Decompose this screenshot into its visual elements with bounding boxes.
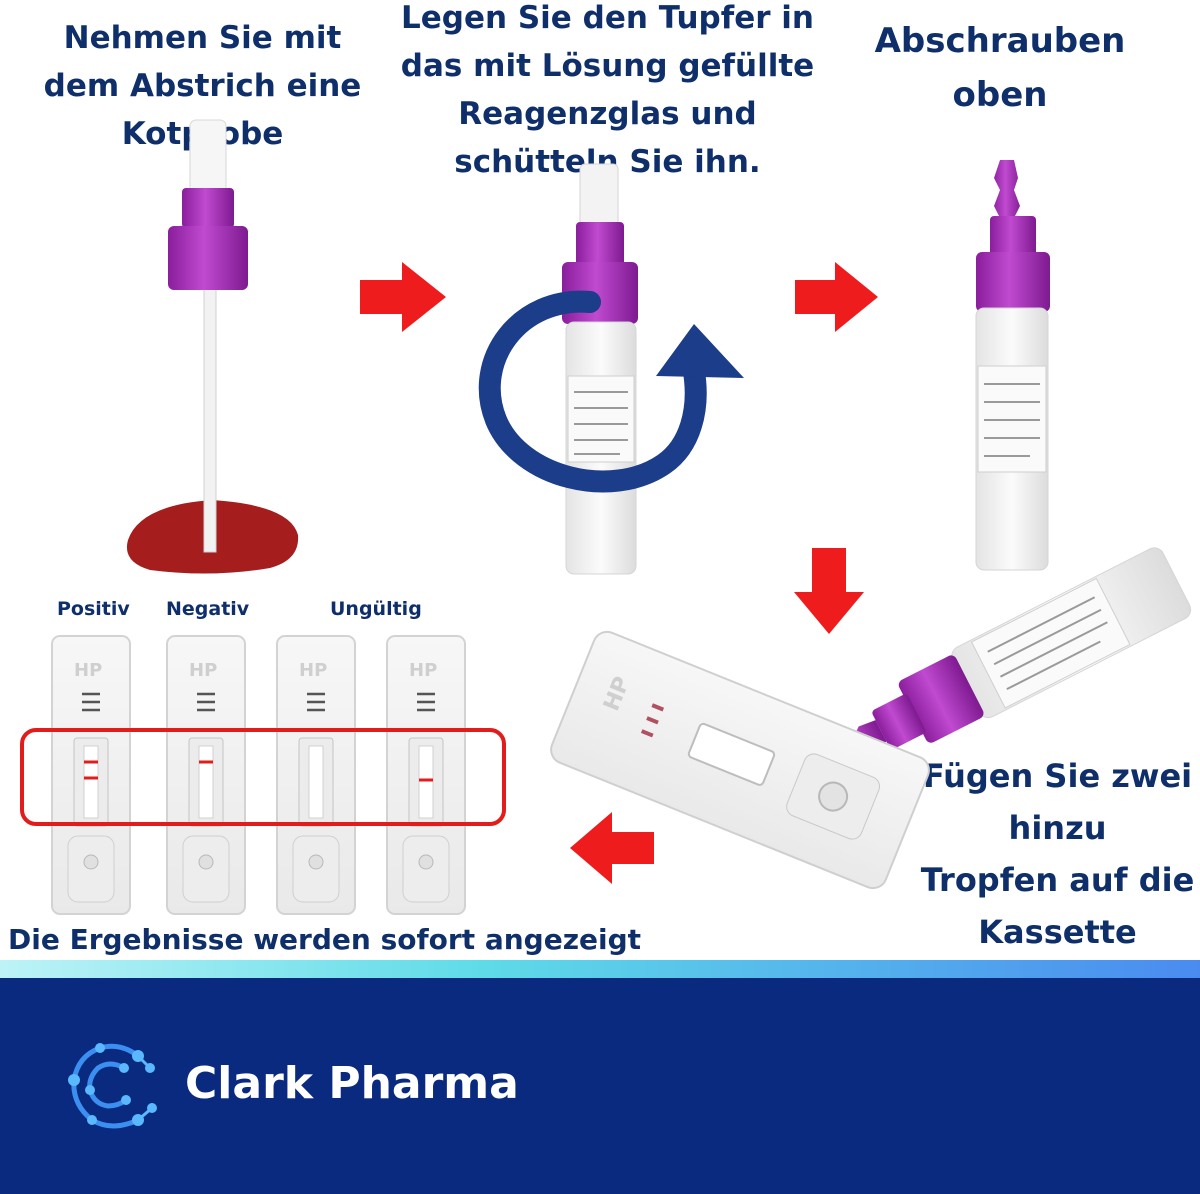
results-caption: Die Ergebnisse werden sofort angezeigt [8, 923, 642, 956]
step-2-instruction: Legen Sie den Tupfer in das mit Lösung g… [400, 0, 815, 180]
red-arrow-icon [794, 548, 864, 634]
red-arrow-icon [570, 812, 654, 884]
label-positive: Positiv [57, 598, 130, 620]
rotation-arrow-icon [478, 290, 707, 493]
gradient-band [0, 960, 1200, 978]
cassette-positive: HP [51, 635, 131, 915]
dropper-cap-lower [976, 252, 1050, 312]
dropper-cap-upper [990, 216, 1036, 256]
tube-with-swab [478, 163, 744, 575]
label-negative: Negativ [166, 598, 250, 620]
footer-banner [0, 978, 1200, 1194]
red-arrow-icon [795, 262, 878, 332]
label-invalid: Ungültig [330, 598, 422, 620]
swab-cap-upper [182, 188, 234, 228]
swab-with-sample [126, 119, 299, 574]
tube-cap-upper [576, 222, 624, 266]
tilted-tube-label [970, 577, 1131, 709]
step-3-instruction: Abschrauben oben [874, 21, 1126, 115]
result-highlight-box [20, 728, 506, 826]
tilted-cap-upper [872, 694, 926, 750]
molecule-c-logo-icon [68, 1043, 157, 1129]
step-4-instruction: Fügen Sie zwei hinzu Tropfen auf die Kas… [920, 757, 1195, 951]
red-arrow-icon [360, 262, 446, 332]
svg-text:HP: HP [409, 660, 437, 681]
svg-text:HP: HP [299, 660, 327, 681]
sample-well [818, 781, 849, 812]
tube-label [567, 375, 635, 463]
procedure-illustration: HP HP HP HP [20, 119, 1192, 915]
angled-test-cassette: HP [550, 630, 930, 890]
swab-stick [203, 287, 217, 553]
cassette-invalid-2: HP [386, 635, 466, 915]
result-window [687, 722, 776, 786]
rotation-arrowhead [656, 324, 744, 378]
svg-text:HP: HP [74, 660, 102, 681]
cassette-invalid-1: HP [276, 635, 356, 915]
step-1-instruction: Nehmen Sie mit dem Abstrich eine Kotprob… [43, 20, 362, 152]
cassette-negative: HP [166, 635, 246, 915]
svg-text:HP: HP [189, 660, 217, 681]
tube-unscrewed [975, 160, 1050, 571]
swab-cap-lower [168, 226, 248, 290]
brand-name: Clark Pharma [185, 1058, 519, 1109]
